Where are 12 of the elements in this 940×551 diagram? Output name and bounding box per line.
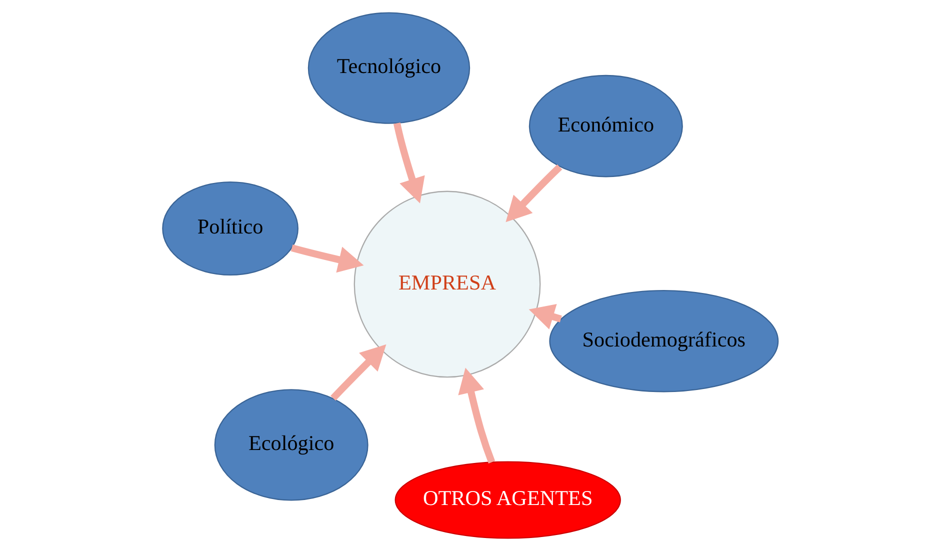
node-ellipse: Ecológico: [214, 389, 368, 501]
arrow: [458, 368, 495, 464]
node-ellipse: Político: [162, 181, 298, 276]
arrow: [528, 304, 562, 330]
node-circle: EMPRESA: [353, 190, 540, 378]
node-ellipse: Económico: [528, 74, 682, 178]
arrow: [505, 164, 562, 222]
node-ellipse: OTROS AGENTES: [394, 461, 620, 539]
arrow: [330, 344, 386, 401]
arrow: [290, 244, 364, 273]
arrow: [392, 122, 424, 204]
node-ellipse: Tecnológico: [307, 12, 470, 124]
